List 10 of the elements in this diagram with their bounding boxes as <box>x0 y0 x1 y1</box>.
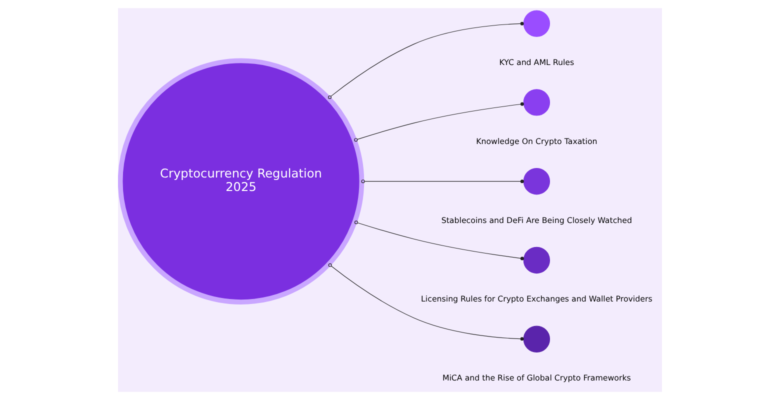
node-circle <box>523 10 550 37</box>
connector <box>354 220 524 260</box>
node-circle <box>523 326 550 352</box>
connector <box>328 22 524 99</box>
node-circle <box>523 89 550 116</box>
connector <box>361 180 524 184</box>
node-circle <box>523 168 550 195</box>
node-circle <box>523 246 550 274</box>
connector <box>328 263 524 341</box>
connector <box>354 102 524 142</box>
